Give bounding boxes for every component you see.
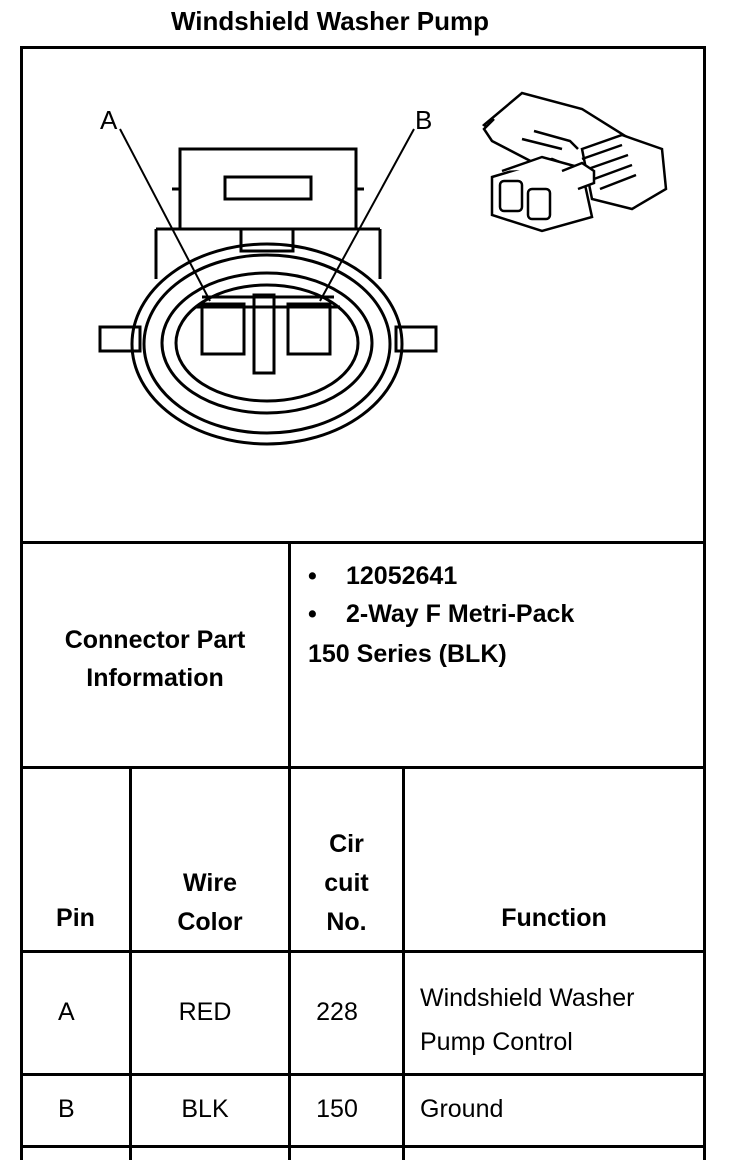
inner-shell-1 <box>142 253 392 435</box>
header-wire-color: Wire Color <box>132 864 288 942</box>
header-pin: Pin <box>56 904 95 932</box>
latch-window <box>223 175 313 201</box>
left-ear <box>98 325 142 353</box>
latch-tab <box>239 227 295 253</box>
pin-b-label: B <box>415 105 432 135</box>
inner-shell-3 <box>174 283 360 403</box>
pin-a-cavity <box>200 302 246 356</box>
connector-info-label-line1: Connector Part <box>64 626 246 654</box>
divider <box>20 1073 706 1076</box>
row-a-function: Windshield Washer Pump Control <box>420 976 634 1064</box>
bullet: • <box>308 600 317 628</box>
row-a-wire-color: RED <box>178 998 232 1026</box>
header-wire-color-line2: Color <box>177 908 243 936</box>
divider <box>20 541 706 544</box>
header-circuit-line1: Cir <box>329 830 364 858</box>
divider <box>20 950 706 953</box>
row-a-circuit: 228 <box>316 998 358 1026</box>
page-title: Windshield Washer Pump <box>170 6 490 36</box>
connector-3d-picture <box>481 91 668 233</box>
outer-shell <box>130 242 404 446</box>
row-b-circuit: 150 <box>316 1095 358 1123</box>
divider <box>288 541 291 1160</box>
header-wire-color-line1: Wire <box>183 869 237 897</box>
row-a-pin: A <box>58 998 75 1026</box>
row-b-pin: B <box>58 1095 75 1123</box>
row-a-function-line1: Windshield Washer <box>420 984 635 1012</box>
divider <box>129 766 132 1160</box>
center-key <box>252 293 276 375</box>
right-ear <box>394 325 438 353</box>
divider <box>20 766 706 769</box>
row-a-function-line2: Pump Control <box>420 1028 573 1056</box>
pin-a-leader <box>119 128 211 302</box>
bullet: • <box>308 562 317 590</box>
divider <box>20 1145 706 1148</box>
latch-housing <box>178 147 358 231</box>
connector-table-frame <box>20 46 706 1160</box>
header-function: Function <box>501 904 607 932</box>
header-circuit: Cir cuit No. <box>291 825 402 942</box>
header-circuit-line2: cuit <box>324 869 369 897</box>
pin-b-leader <box>319 128 415 302</box>
pin-b-cavity <box>286 302 332 356</box>
connector-type-line1: 2-Way F Metri-Pack <box>346 600 575 628</box>
row-b-function: Ground <box>420 1095 504 1123</box>
connector-face-diagram: A B <box>98 91 668 446</box>
part-number: 12052641 <box>346 562 458 590</box>
connector-info-label: Connector Part Information <box>22 621 288 697</box>
pin-a-label: A <box>100 105 118 135</box>
row-b-wire-color: BLK <box>181 1095 229 1123</box>
header-circuit-line3: No. <box>326 908 367 936</box>
connector-info-label-line2: Information <box>86 664 224 692</box>
connector-type-line2: 150 Series (BLK) <box>308 640 507 668</box>
inner-shell-2 <box>160 271 374 415</box>
divider <box>402 766 405 1160</box>
